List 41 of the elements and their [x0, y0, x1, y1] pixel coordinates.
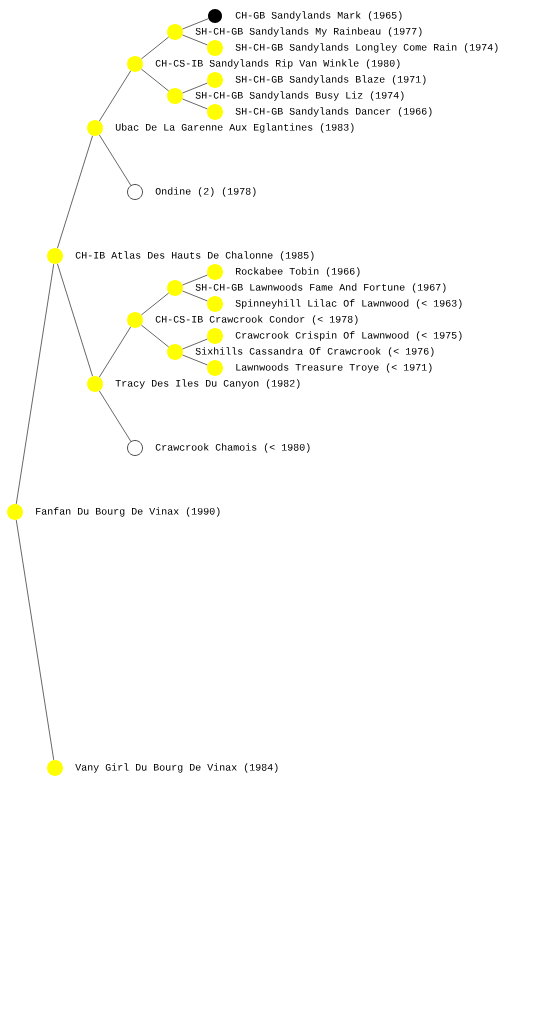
dog-name: Ondine (2) (1978): [155, 187, 256, 197]
connector-line: [182, 34, 208, 46]
connector-line: [141, 36, 169, 60]
connector-line: [15, 519, 55, 761]
dog-name: Spinneyhill Lilac Of Lawnwood (< 1963): [235, 299, 462, 309]
connector-line: [182, 98, 208, 110]
connector-line: [182, 354, 208, 366]
connector-line: [57, 263, 93, 377]
dog-name: CH-CS-IB Sandylands Rip Van Winkle (1980): [155, 59, 400, 69]
connector-line: [15, 263, 55, 505]
connector-line: [99, 390, 132, 442]
connector-line: [182, 82, 208, 94]
connector-line: [141, 68, 169, 92]
dog-name: Ubac De La Garenne Aux Eglantines (1983): [115, 123, 354, 133]
dog-name: Rockabee Tobin (1966): [236, 267, 360, 277]
connector-line: [99, 70, 131, 122]
dog-name: Vany Girl Du Bourg De Vinax (1984): [75, 763, 278, 773]
connector-line: [182, 290, 208, 302]
dog-name: Fanfan Du Bourg De Vinax (1990): [36, 507, 220, 517]
dog-name: Crawcrook Chamois (< 1980): [155, 443, 310, 453]
dog-name: SH-CH-GB Sandylands My Rainbeau (1977): [195, 27, 422, 37]
connector-line: [99, 326, 131, 378]
dog-name: CH-GB Sandylands Mark (1965): [235, 11, 402, 21]
dog-name: CH-CS-IB Crawcrook Condor (< 1978): [155, 315, 358, 325]
connector-line: [57, 135, 93, 249]
dog-name: SH-CH-GB Sandylands Busy Liz (1974): [195, 91, 404, 101]
dog-name: SH-CH-GB Sandylands Dancer (1966): [235, 107, 432, 117]
connector-line: [182, 18, 209, 30]
connector-line: [99, 134, 132, 186]
connector-line: [141, 292, 169, 316]
connector-line: [141, 324, 169, 348]
dog-name: SH-CH-GB Sandylands Blaze (1971): [235, 75, 426, 85]
dog-name: SH-CH-GB Lawnwoods Fame And Fortune (1967): [195, 283, 446, 293]
dog-name: Lawnwoods Treasure Troye (< 1971): [236, 363, 432, 373]
connector-line: [182, 274, 208, 286]
dog-name: CH-IB Atlas Des Hauts De Chalonne (1985): [75, 251, 314, 261]
connector-line: [182, 338, 208, 350]
dog-name: Crawcrook Crispin Of Lawnwood (< 1975): [235, 331, 462, 341]
dog-name: Tracy Des Iles Du Canyon (1982): [115, 379, 300, 389]
dog-name: Sixhills Cassandra Of Crawcrook (< 1976): [195, 347, 434, 357]
dog-name: SH-CH-GB Sandylands Longley Come Rain (1974): [235, 43, 498, 53]
